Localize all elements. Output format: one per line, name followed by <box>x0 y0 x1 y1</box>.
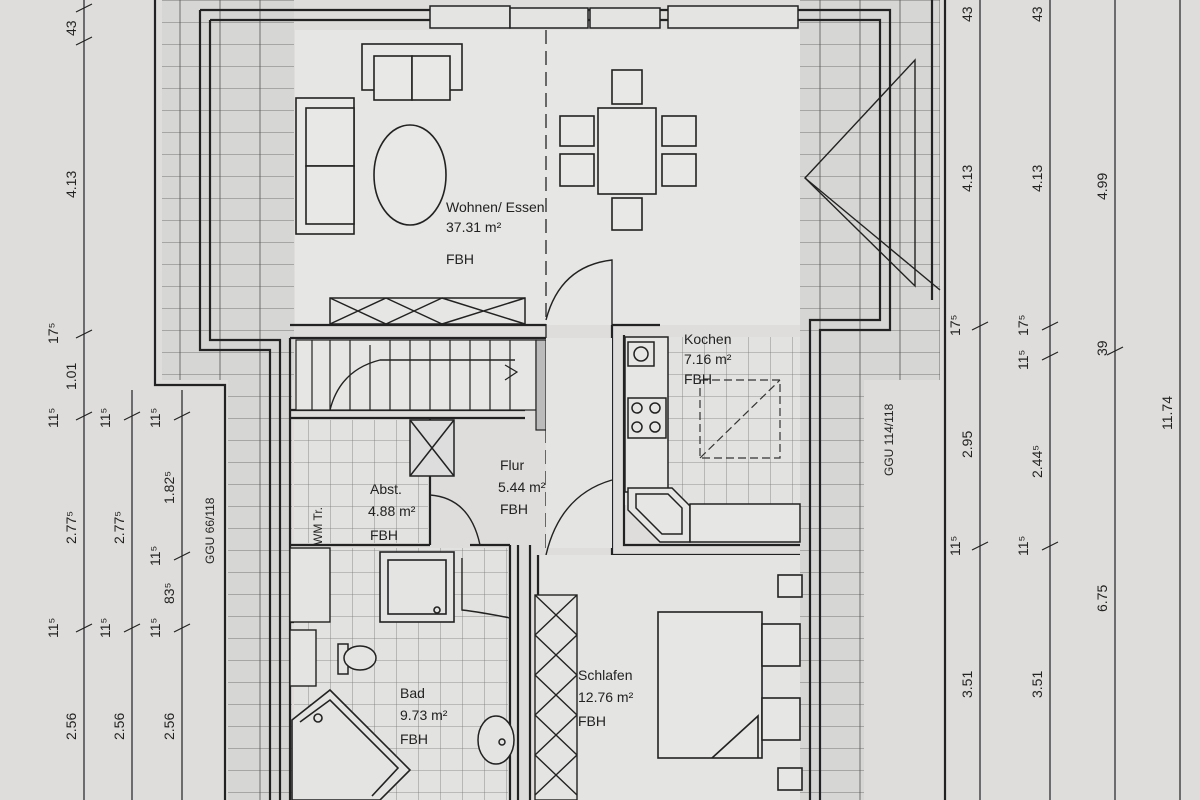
dim-left-2-1: 2.56 <box>111 713 127 740</box>
hallway-floor <box>546 338 612 548</box>
bath-door <box>461 558 511 619</box>
roof-window <box>804 58 941 291</box>
bed <box>657 574 803 791</box>
storage-floor <box>294 420 428 543</box>
kitchen-skylight <box>699 379 781 459</box>
dim-right-3-0: 4.99 <box>1094 173 1110 200</box>
dim-left-2s-0: 11⁵ <box>97 408 113 428</box>
sideboard <box>329 297 526 325</box>
room-floor-bad: FBH <box>400 731 428 747</box>
room-name-schlafen: Schlafen <box>578 667 632 683</box>
utility-blocks <box>289 547 331 687</box>
dim-left-3-1: 83⁵ <box>161 583 177 604</box>
dim-right-2-6: 3.51 <box>1029 671 1045 698</box>
dim-left-1-3: 2.56 <box>63 713 79 740</box>
room-floor-schlafen: FBH <box>578 713 606 729</box>
dim-right-4-0: 11.74 <box>1159 396 1175 430</box>
dim-right-2-1: 4.13 <box>1029 165 1045 192</box>
hallway-door-bottom <box>545 479 613 556</box>
dim-right-1-1: 4.13 <box>959 165 975 192</box>
dim-right-2-5: 11⁵ <box>1015 536 1031 556</box>
room-name-wohnen: Wohnen/ Essen <box>446 199 545 215</box>
coffee-table <box>373 124 447 226</box>
toilet <box>337 643 377 675</box>
room-name-kochen: Kochen <box>684 331 731 347</box>
dim-left-1-2: 2.77⁵ <box>63 511 79 544</box>
bathtub <box>291 688 412 800</box>
dim-right-1-0: 43 <box>959 6 975 22</box>
room-name-flur: Flur <box>500 457 524 473</box>
dim-left-3s-0: 11⁵ <box>147 408 163 428</box>
wm-tr-label: WM Tr. <box>311 507 325 545</box>
hallway-door-top <box>545 259 613 325</box>
dim-right-1-2: 17⁵ <box>947 315 963 336</box>
room-area-wohnen: 37.31 m² <box>446 219 502 235</box>
room-area-abst: 4.88 m² <box>368 503 416 519</box>
dim-right-3-1: 39 <box>1094 340 1110 356</box>
dim-left-3s-2: 11⁵ <box>147 618 163 638</box>
dim-right-2-4: 2.44⁵ <box>1029 445 1045 478</box>
storage-door <box>429 494 481 546</box>
dim-right-1-3: 2.95 <box>959 431 975 458</box>
dim-left-2s-1: 11⁵ <box>97 618 113 638</box>
dim-left-2-0: 2.77⁵ <box>111 511 127 544</box>
sofa <box>295 43 463 235</box>
dim-left-1-1: 1.01 <box>63 363 79 390</box>
dim-right-1-5: 3.51 <box>959 671 975 698</box>
shower <box>379 551 455 623</box>
dim-right-2-3: 11⁵ <box>1015 350 1031 370</box>
staircase <box>295 339 547 431</box>
dim-left-1s-0: 17⁵ <box>45 323 61 344</box>
room-area-flur: 5.44 m² <box>498 479 546 495</box>
dim-right-2-0: 43 <box>1029 6 1045 22</box>
dim-right-3-2: 6.75 <box>1094 585 1110 612</box>
kitchen-counter <box>624 336 801 543</box>
dim-right-1-4: 11⁵ <box>947 536 963 556</box>
room-floor-kochen: FBH <box>684 371 712 387</box>
dim-left-top: 43 <box>63 20 79 36</box>
room-area-kochen: 7.16 m² <box>684 351 732 367</box>
room-floor-wohnen: FBH <box>446 251 474 267</box>
wardrobe <box>534 594 578 800</box>
sink <box>477 715 515 765</box>
windows <box>429 5 799 29</box>
dim-left-1s-2: 11⁵ <box>45 618 61 638</box>
ggu-left-label: GGU 66/118 <box>203 497 217 564</box>
dim-left-3-0: 1.82⁵ <box>161 471 177 504</box>
room-floor-flur: FBH <box>500 501 528 517</box>
dimension-lines <box>75 0 1181 800</box>
room-floor-abst: FBH <box>370 527 398 543</box>
room-area-bad: 9.73 m² <box>400 707 448 723</box>
dining-table <box>559 69 697 231</box>
dim-left-3s-1: 11⁵ <box>147 546 163 566</box>
dim-left-3-2: 2.56 <box>161 713 177 740</box>
room-name-abst: Abst. <box>370 481 402 497</box>
storage-shaft <box>409 419 455 477</box>
dim-left-1s-1: 11⁵ <box>45 408 61 428</box>
room-area-schlafen: 12.76 m² <box>578 689 634 705</box>
ggu-right-label: GGU 114/118 <box>882 403 896 476</box>
dim-right-2-2: 17⁵ <box>1015 315 1031 336</box>
room-name-bad: Bad <box>400 685 425 701</box>
dim-left-1-0: 4.13 <box>63 171 79 198</box>
